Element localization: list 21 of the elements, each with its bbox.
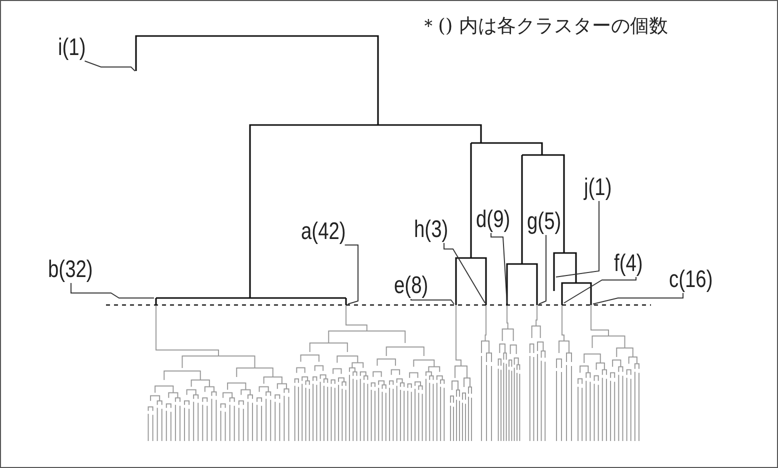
cluster-label: c(16) — [669, 267, 713, 293]
leader-line — [84, 60, 136, 72]
cluster-label: i(1) — [58, 35, 86, 61]
leader-line — [70, 282, 154, 298]
note-text: ＊() 内は各クラスターの個数 — [419, 14, 668, 39]
leader-line — [556, 200, 600, 278]
cluster-label: g(5) — [527, 209, 562, 235]
leader-line — [564, 276, 636, 304]
cluster-label: h(3) — [414, 217, 448, 243]
cluster-label: b(32) — [48, 257, 93, 283]
cluster-label: e(8) — [394, 273, 428, 299]
leader-line — [444, 242, 486, 304]
cluster-label: f(4) — [614, 251, 643, 277]
cluster-label: j(1) — [584, 175, 612, 201]
cluster-label: a(42) — [301, 219, 346, 245]
leader-line — [490, 232, 508, 304]
cluster-label: d(9) — [476, 207, 510, 233]
leader-line — [344, 244, 358, 304]
leader-line — [592, 292, 684, 304]
leader-line — [410, 298, 454, 304]
leader-line — [538, 234, 546, 304]
